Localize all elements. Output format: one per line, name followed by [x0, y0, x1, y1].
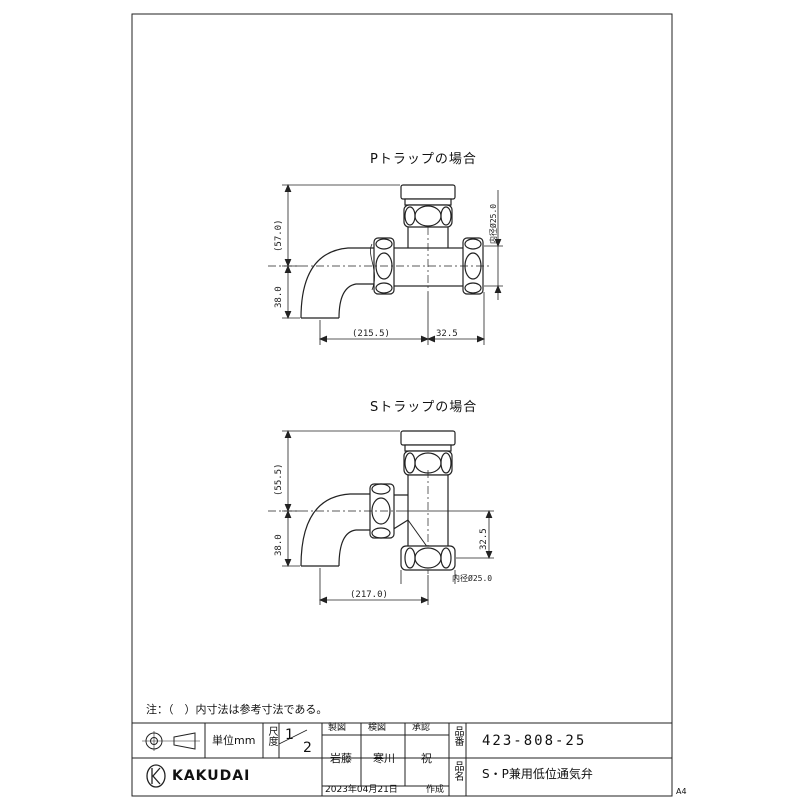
s-dim-height-lower: 38.0 [274, 534, 284, 556]
p-dim-length: (215.5) [352, 329, 390, 339]
drawing-date: 2023年04月21日 [325, 785, 398, 795]
p-dim-inner-dia: 内径Ø25.0 [488, 204, 498, 244]
paper-size: A4 [676, 787, 687, 796]
scale-numerator: 1 [285, 727, 294, 743]
scale-denominator: 2 [303, 740, 312, 756]
s-dim-length: (217.0) [350, 590, 388, 600]
product-name: S・P兼用低位通気弁 [482, 767, 593, 781]
kakudai-logo-mark [146, 764, 166, 788]
designer-name: 岩藤 [330, 752, 352, 765]
title-block-grid [131, 722, 673, 797]
design-label: 製図 [328, 723, 347, 733]
approver-name: 祝 [421, 752, 432, 765]
s-dim-offset: 32.5 [479, 528, 489, 550]
p-dim-height-lower: 38.0 [274, 286, 284, 308]
checker-name: 寒川 [373, 752, 395, 765]
projection-symbol [142, 731, 200, 751]
s-trap-drawing [268, 430, 456, 575]
p-dim-height-upper: (57.0) [274, 219, 284, 252]
dimension-note: 注：（ ）内寸法は参考寸法である。 [146, 703, 328, 716]
s-dim-inner-dia: 内径Ø25.0 [452, 573, 492, 583]
p-trap-drawing [268, 184, 490, 319]
s-trap-dimensions [282, 429, 494, 605]
approve-label: 承認 [412, 723, 431, 733]
scale-label: 尺度 [266, 726, 277, 746]
check-label: 検図 [368, 723, 387, 733]
date-suffix: 作成 [426, 785, 445, 795]
unit-label: 単位mm [212, 734, 256, 747]
p-trap-title: Pトラップの場合 [370, 152, 477, 167]
product-no-label: 品番 [452, 726, 463, 746]
product-name-label: 品名 [452, 761, 463, 781]
product-number: 423-808-25 [482, 733, 587, 749]
p-trap-dimensions [282, 183, 503, 345]
s-trap-title: Sトラップの場合 [370, 400, 478, 415]
p-dim-offset: 32.5 [436, 329, 458, 339]
s-dim-height-upper: (55.5) [274, 463, 284, 496]
brand-name: KAKUDAI [172, 768, 251, 784]
